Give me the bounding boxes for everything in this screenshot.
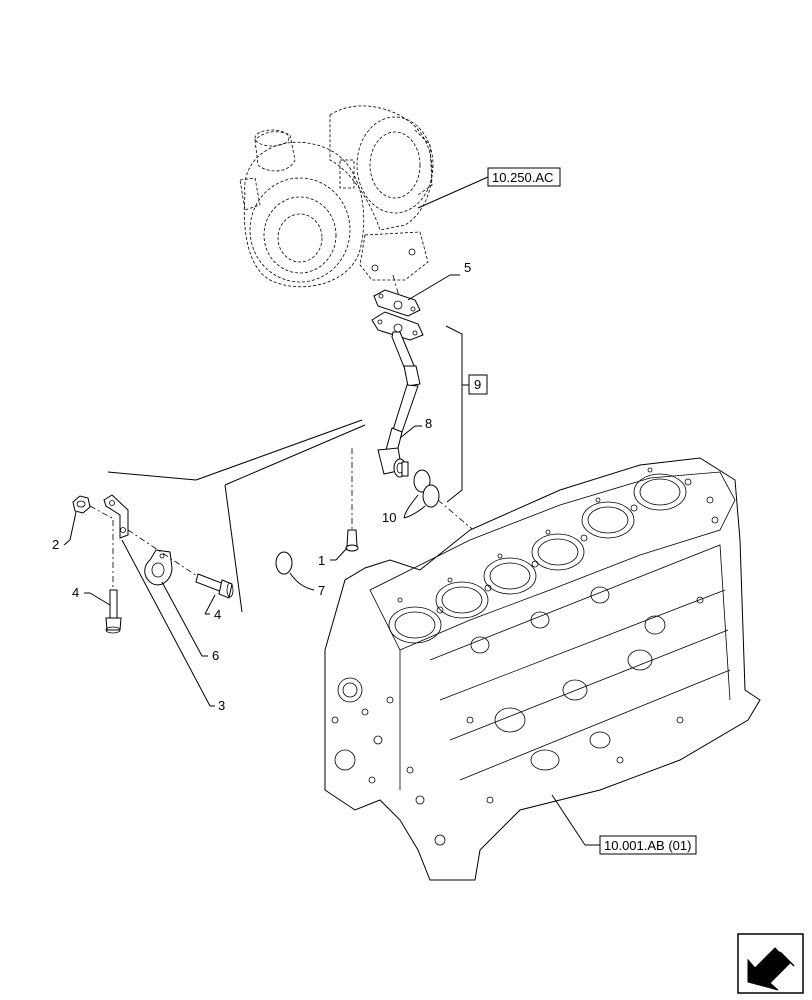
oil-pipe-8 (371, 311, 424, 478)
group-reference-9-label: 9 (474, 377, 481, 392)
engine-block (324, 457, 761, 881)
o-rings-10 (413, 469, 440, 508)
seal-ring-7 (275, 551, 293, 575)
reference-turbocharger[interactable]: 10.250.AC (487, 167, 561, 187)
callout-10: 10 (382, 510, 396, 525)
callout-6: 6 (212, 648, 219, 663)
callout-1: 1 (318, 553, 325, 568)
turbocharger (239, 105, 434, 301)
arrow-icon[interactable] (737, 933, 804, 994)
clamp-6 (144, 549, 173, 586)
callout-8: 8 (425, 416, 432, 431)
group-reference-9[interactable]: 9 (468, 374, 488, 395)
callout-4-right: 4 (214, 607, 221, 622)
nut-2 (72, 495, 91, 514)
screw-4-left (105, 589, 122, 634)
screw-4-right (195, 573, 234, 599)
reference-turbocharger-label: 10.250.AC (492, 170, 553, 185)
bracket-3 (103, 494, 129, 539)
gasket-5 (373, 289, 421, 317)
reference-engine-block[interactable]: 10.001.AB (01) (599, 835, 697, 855)
callout-5: 5 (464, 260, 471, 275)
reference-engine-block-label: 10.001.AB (01) (604, 838, 691, 853)
banjo-bolt-1 (345, 529, 359, 552)
callout-7: 7 (318, 583, 325, 598)
callout-2: 2 (52, 537, 59, 552)
callout-3: 3 (218, 698, 225, 713)
group-bracket-9 (445, 325, 469, 503)
callout-4-left: 4 (72, 585, 79, 600)
